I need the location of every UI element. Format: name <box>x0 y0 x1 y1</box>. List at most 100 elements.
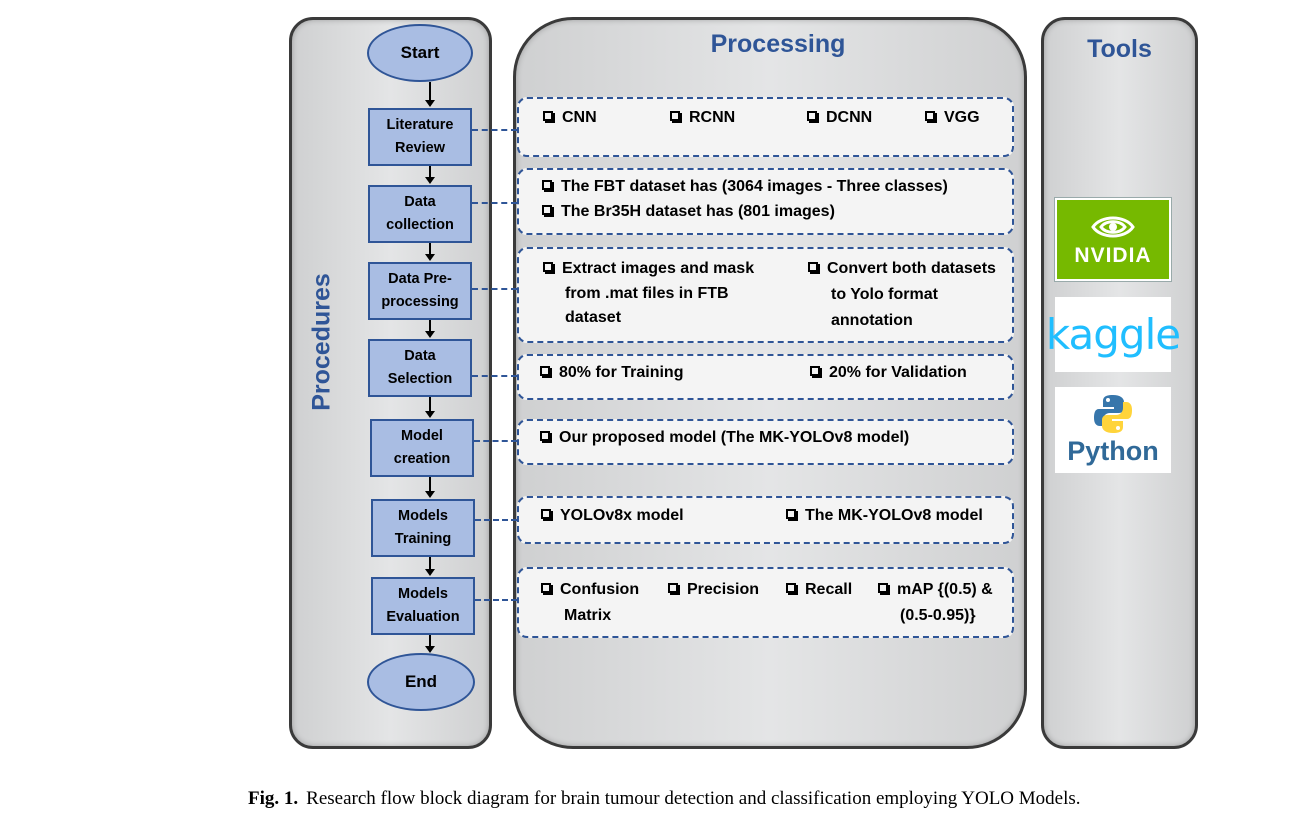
step-label-line2: Selection <box>387 371 453 387</box>
flow-arrow <box>425 477 435 498</box>
step-data-collection: Data collection <box>368 185 472 243</box>
dashed-connector <box>472 129 517 131</box>
figure-caption: Fig. 1. Research flow block diagram for b… <box>248 788 1248 810</box>
dashed-connector <box>475 519 517 521</box>
evaluation-item: mAP {(0.5) & <box>878 577 993 603</box>
start-node: Start <box>367 24 473 82</box>
step-label-line2: collection <box>386 217 454 233</box>
step-label-line1: Data <box>404 193 436 210</box>
training-item: The MK-YOLOv8 model <box>786 503 983 529</box>
checkbox-icon <box>543 262 553 272</box>
python-logo: Python <box>1055 387 1171 473</box>
nvidia-logo: NVIDIA <box>1055 198 1171 281</box>
evaluation-item: Confusion <box>541 577 639 603</box>
step-label-line2: creation <box>393 451 451 467</box>
preprocessing-item-cont: from .mat files in FTB <box>565 285 729 302</box>
step-label-line1: Models <box>398 507 448 524</box>
literature-item: VGG <box>925 105 980 131</box>
procedures-heading: Procedures <box>307 273 336 411</box>
dashed-connector <box>472 202 517 204</box>
step-label-line1: Data Pre- <box>388 270 452 287</box>
literature-item: RCNN <box>670 105 735 131</box>
python-wordmark: Python <box>1067 436 1159 466</box>
checkbox-icon <box>541 509 551 519</box>
checkbox-icon <box>786 509 796 519</box>
creation-box <box>517 419 1014 465</box>
checkbox-icon <box>878 583 888 593</box>
checkbox-icon <box>925 111 935 121</box>
literature-item: DCNN <box>807 105 872 131</box>
evaluation-item: Precision <box>668 577 759 603</box>
checkbox-icon <box>540 431 550 441</box>
end-node: End <box>367 653 475 711</box>
checkbox-icon <box>541 583 551 593</box>
checkbox-icon <box>810 366 820 376</box>
processing-heading: Processing <box>710 30 846 58</box>
checkbox-icon <box>670 111 680 121</box>
checkbox-icon <box>543 111 553 121</box>
step-data-preprocessing: Data Pre-processing <box>368 262 472 320</box>
creation-item: Our proposed model (The MK-YOLOv8 model) <box>540 425 909 451</box>
selection-box <box>517 354 1014 400</box>
flow-arrow <box>425 397 435 418</box>
collection-item: The FBT dataset has (3064 images - Three… <box>542 174 948 200</box>
dashed-connector <box>472 288 517 290</box>
tools-panel <box>1041 17 1198 749</box>
step-label-line2: Training <box>394 531 452 547</box>
tools-heading: Tools <box>1087 35 1152 63</box>
caption-label: Fig. 1. <box>248 788 299 809</box>
step-label-line1: Data <box>404 347 436 364</box>
checkbox-icon <box>540 366 550 376</box>
evaluation-item: Recall <box>786 577 852 603</box>
flow-arrow <box>425 635 435 653</box>
evaluation-item-cont: Matrix <box>564 607 612 624</box>
checkbox-icon <box>542 180 552 190</box>
checkbox-icon <box>542 205 552 215</box>
selection-item: 80% for Training <box>540 360 683 386</box>
preprocessing-item: Extract images and mask <box>543 256 754 282</box>
step-label-line1: Model <box>401 427 443 444</box>
preprocessing-item-cont: annotation <box>831 312 913 329</box>
flow-arrow <box>425 82 435 107</box>
kaggle-logo: kaggle <box>1046 297 1181 372</box>
caption-text: Research flow block diagram for brain tu… <box>306 788 1081 809</box>
evaluation-item-cont: (0.5-0.95)} <box>900 607 976 624</box>
dashed-connector <box>472 375 517 377</box>
training-item: YOLOv8x model <box>541 503 684 529</box>
nvidia-wordmark: NVIDIA <box>1074 243 1152 267</box>
step-label-line2: Review <box>395 140 445 156</box>
python-snakes-icon <box>1094 395 1132 433</box>
nvidia-eye-icon <box>1091 216 1135 237</box>
preprocessing-item-cont: dataset <box>565 309 622 326</box>
preprocessing-box <box>517 247 1014 343</box>
literature-box <box>517 97 1014 157</box>
flow-arrow <box>425 320 435 338</box>
dashed-connector <box>475 599 517 601</box>
checkbox-icon <box>808 262 818 272</box>
step-model-creation: Model creation <box>370 419 474 477</box>
checkbox-icon <box>807 111 817 121</box>
evaluation-box <box>517 567 1014 638</box>
checkbox-icon <box>668 583 678 593</box>
flow-arrow <box>425 166 435 184</box>
literature-item: CNN <box>543 105 597 131</box>
training-box <box>517 496 1014 544</box>
kaggle-wordmark: kaggle <box>1045 310 1181 359</box>
dashed-connector <box>474 440 517 442</box>
flow-arrow <box>425 557 435 576</box>
preprocessing-item: Convert both datasets <box>808 256 996 282</box>
selection-item: 20% for Validation <box>810 360 967 386</box>
step-label-line1: Models <box>398 585 448 602</box>
step-label-line2: processing <box>381 294 459 310</box>
step-label-line1: Literature <box>386 116 454 133</box>
flow-arrow <box>425 243 435 261</box>
preprocessing-item-cont: to Yolo format <box>831 286 938 303</box>
collection-item: The Br35H dataset has (801 images) <box>542 199 835 225</box>
checkbox-icon <box>786 583 796 593</box>
collection-box <box>517 168 1014 235</box>
step-label-line2: Evaluation <box>386 609 460 625</box>
